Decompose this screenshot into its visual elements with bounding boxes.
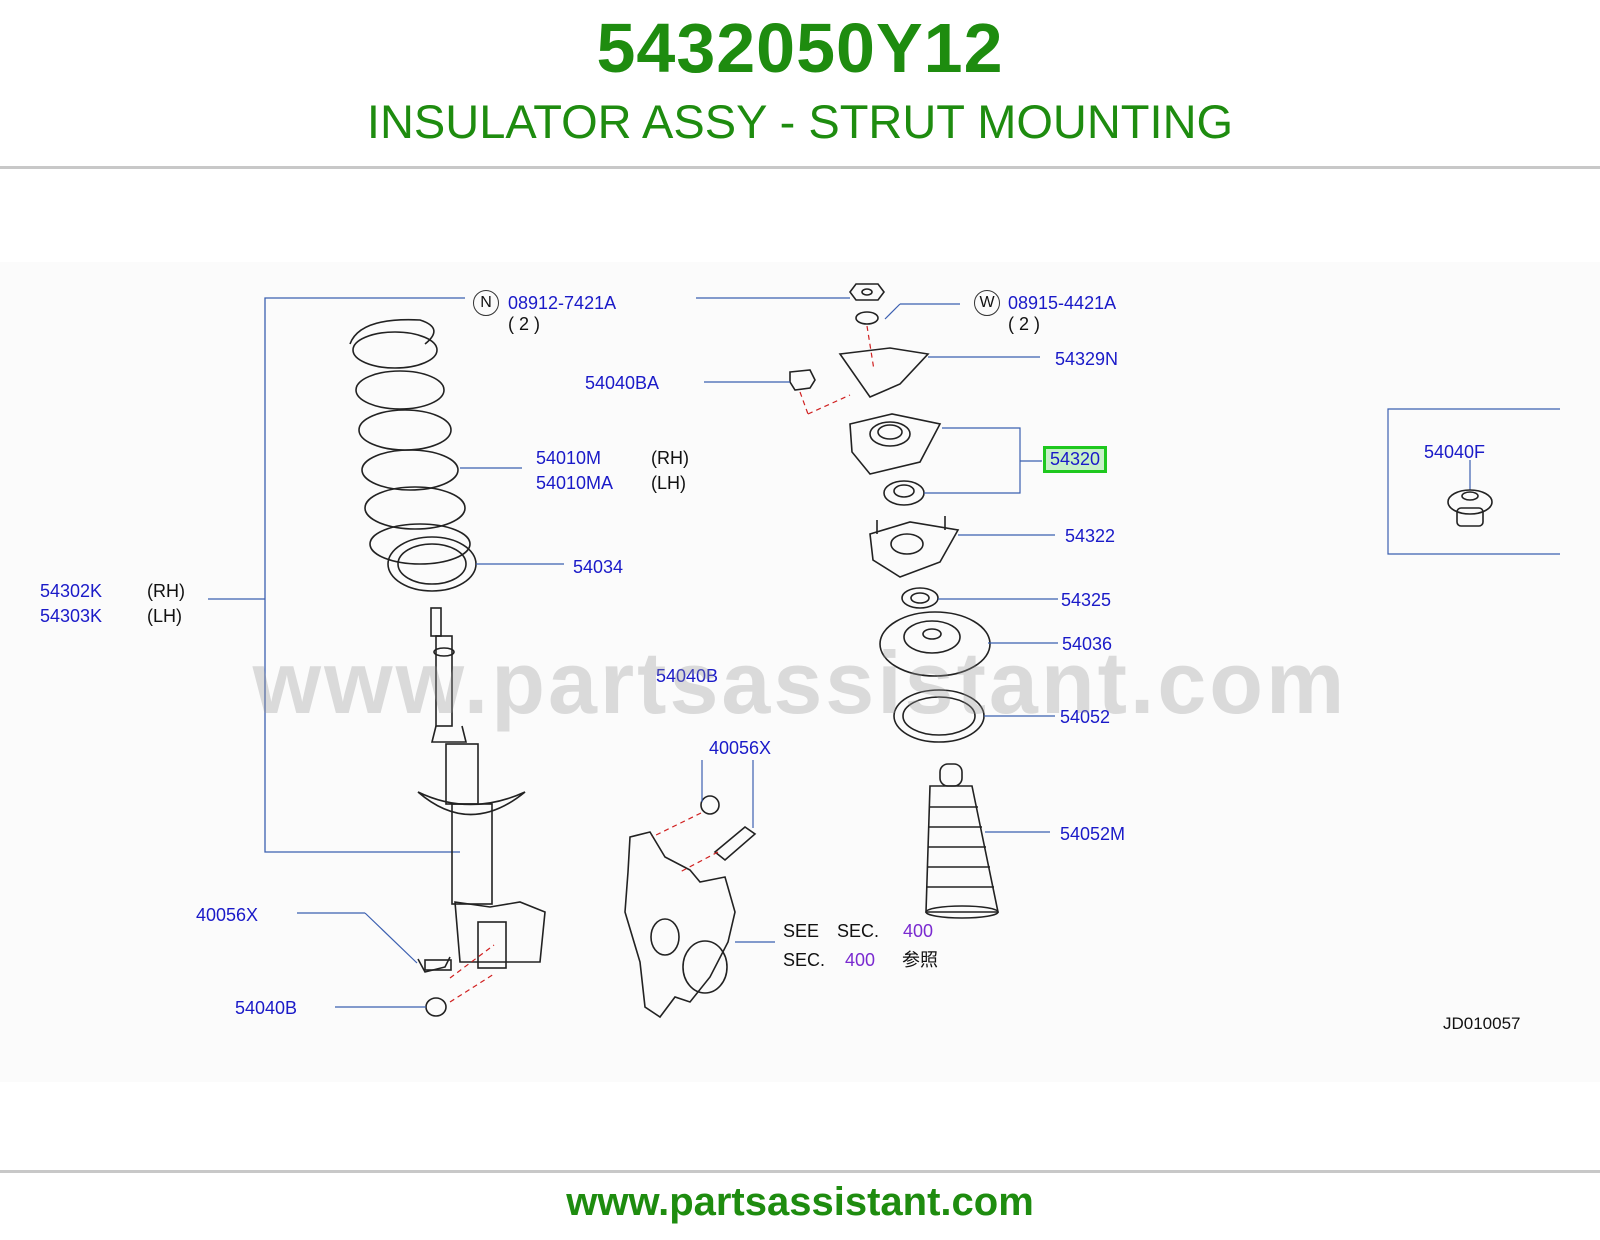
nut-quantity: ( 2 ): [508, 314, 541, 334]
part-label-54329N[interactable]: 54329N: [1055, 349, 1119, 369]
part-label-54010MA[interactable]: 54010MA: [536, 473, 614, 493]
bump-stopper-54040F-drawing: [1447, 460, 1493, 527]
plate-54329N-drawing: [838, 347, 930, 398]
footer-divider: [0, 1170, 1600, 1173]
part-number: 5432050Y12: [596, 9, 1004, 87]
nut-54040BA-drawing: [789, 369, 816, 391]
parts-diagram: N 08912-7421A ( 2 ) W 08915-4421A ( 2 ) …: [0, 262, 1600, 1082]
part-label-54036[interactable]: 54036: [1062, 634, 1113, 654]
bearing-54325-drawing: [901, 587, 939, 609]
reference-jp: 参照: [902, 950, 938, 970]
washer-quantity: ( 2 ): [1008, 314, 1041, 334]
part-label-54034[interactable]: 54034: [573, 557, 624, 577]
side-lh-strut: (LH): [147, 606, 182, 626]
part-label-54302K[interactable]: 54302K: [40, 581, 103, 601]
section-link-400-b[interactable]: 400: [845, 950, 876, 970]
drawing-id: JD010057: [1443, 1014, 1521, 1033]
spring-seat-54036-drawing: [879, 611, 991, 677]
section-link-400-a[interactable]: 400: [903, 921, 934, 941]
top-nut-drawing: [849, 283, 885, 301]
see-text: SEE: [783, 921, 820, 941]
mount-54322-drawing: [869, 516, 960, 578]
dust-cover-54052M-drawing: [925, 763, 999, 919]
washer-symbol: W: [974, 290, 1000, 316]
knuckle-bolt: [713, 825, 757, 862]
part-label-54322[interactable]: 54322: [1065, 526, 1116, 546]
part-label-54052[interactable]: 54052: [1060, 707, 1111, 727]
part-label-54325[interactable]: 54325: [1061, 590, 1112, 610]
knuckle-nut: [700, 795, 720, 815]
header: 5432050Y12 INSULATOR ASSY - STRUT MOUNTI…: [0, 0, 1600, 168]
part-label-54303K[interactable]: 54303K: [40, 606, 103, 626]
part-label-54040B-left[interactable]: 54040B: [235, 998, 298, 1018]
header-divider: [0, 166, 1600, 169]
side-rh-spring: (RH): [651, 448, 689, 468]
nut-symbol: N: [473, 290, 499, 316]
coil-spring-drawing: [349, 318, 471, 565]
part-label-54040BA[interactable]: 54040BA: [585, 373, 660, 393]
part-label-08912-7421A[interactable]: 08912-7421A: [508, 293, 617, 313]
footer-url-link[interactable]: www.partsassistant.com: [566, 1180, 1034, 1224]
part-label-54040F[interactable]: 54040F: [1424, 442, 1486, 462]
highlighted-part-box[interactable]: 54320: [1043, 446, 1108, 473]
part-label-54052M[interactable]: 54052M: [1060, 824, 1126, 844]
part-label-08915-4421A[interactable]: 08915-4421A: [1008, 293, 1117, 313]
bump-stopper-box: [1387, 408, 1560, 555]
side-rh-strut: (RH): [147, 581, 185, 601]
sec-text-2: SEC.: [783, 950, 826, 970]
insulator-54320-drawing: [849, 413, 942, 506]
sec-text-1: SEC.: [837, 921, 880, 941]
part-title: INSULATOR ASSY - STRUT MOUNTING: [366, 95, 1234, 148]
strut-drawing: [417, 607, 546, 969]
diagram-drawing: [208, 283, 1560, 1019]
top-washer-drawing: [855, 311, 879, 325]
watermark: www.partsassistant.com: [252, 633, 1348, 732]
part-label-40056X-mid[interactable]: 40056X: [709, 738, 772, 758]
part-label-54040B-mid[interactable]: 54040B: [656, 666, 719, 686]
part-label-54010M[interactable]: 54010M: [536, 448, 602, 468]
side-lh-spring: (LH): [651, 473, 686, 493]
part-label-54320[interactable]: 54320: [1050, 449, 1101, 469]
assembly-bracket: [264, 297, 465, 853]
part-label-40056X-left[interactable]: 40056X: [196, 905, 259, 925]
knuckle-drawing: [624, 831, 736, 1019]
